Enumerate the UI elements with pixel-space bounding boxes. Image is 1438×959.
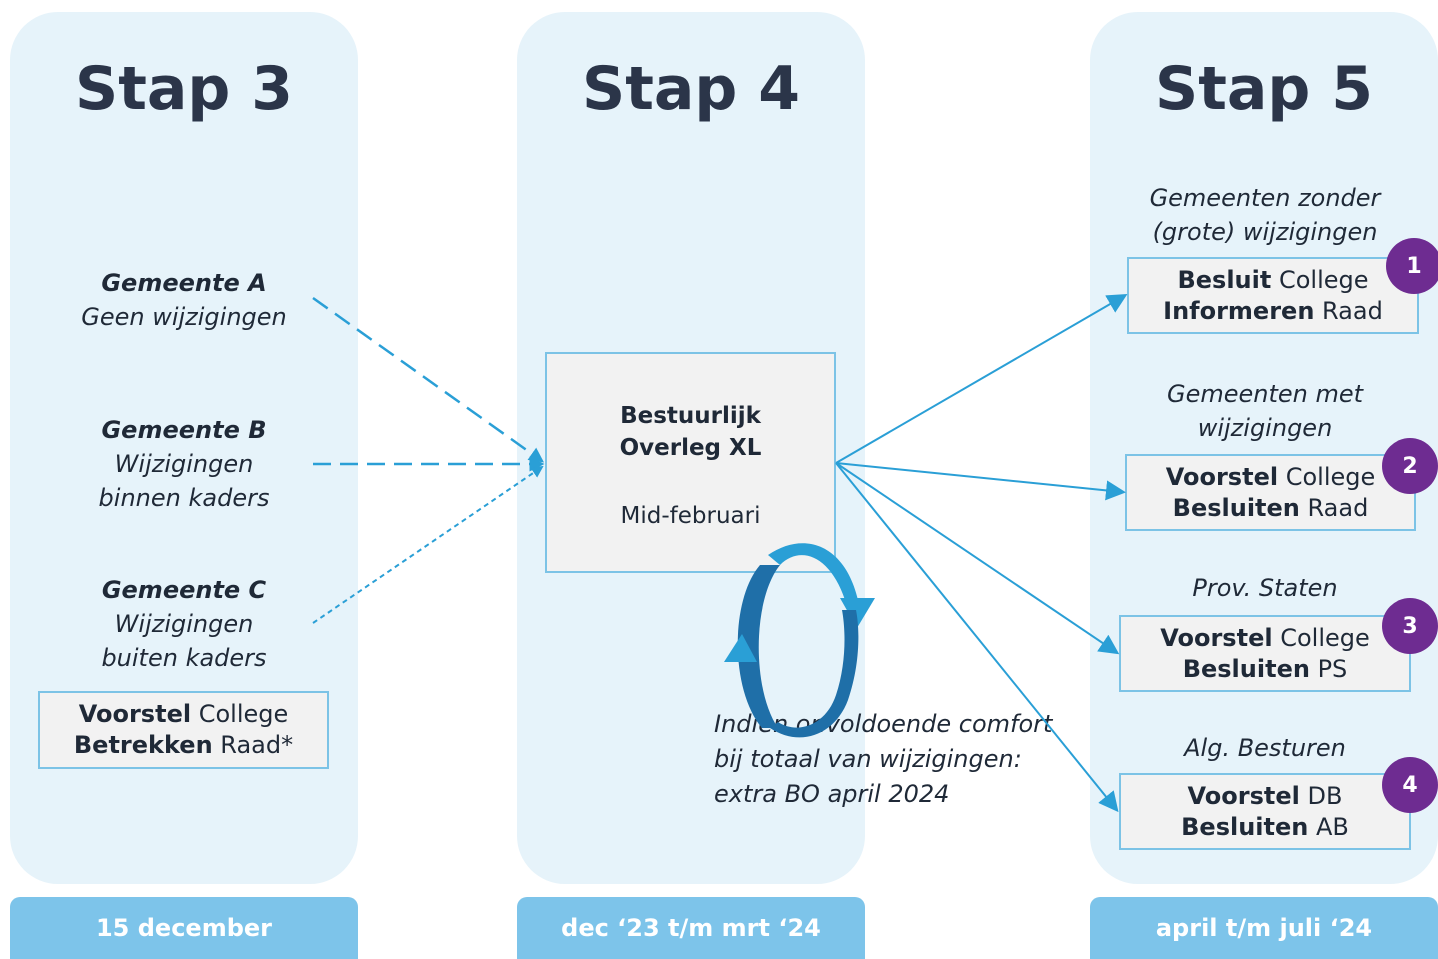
- loop-note-line-2: bij totaal van wijzigingen:: [714, 745, 1022, 773]
- stap5-title: Stap 5: [1155, 54, 1373, 124]
- outcome-3-box: Voorstel College Besluiten PS: [1119, 615, 1411, 692]
- outcome-1-caption: Gemeenten zonder (grote) wijzigingen: [1149, 184, 1381, 246]
- gemeente-c-desc-1: Wijzigingen: [114, 610, 254, 638]
- outcome-4-box: Voorstel DB Besluiten AB: [1119, 773, 1411, 850]
- gemeente-a-name: Gemeente A: [101, 269, 267, 297]
- loop-note-line-3: extra BO april 2024: [714, 780, 950, 808]
- arrow-to-outcome-1: [835, 293, 1128, 464]
- outcome-1-badge: 1: [1386, 238, 1438, 294]
- stap3-voorstel-box: Voorstel College Betrekken Raad*: [38, 691, 329, 769]
- outcome-3-caption: Prov. Staten: [1192, 574, 1338, 602]
- outcome-4-badge: 4: [1382, 757, 1438, 813]
- gemeente-c-name: Gemeente C: [101, 576, 267, 604]
- arrow-gemeente-c: [312, 465, 544, 624]
- stap4-footer: dec ‘23 t/m mrt ‘24: [517, 897, 865, 959]
- stap5-panel: [1090, 12, 1438, 884]
- stap3-box-line1: Voorstel College: [78, 700, 289, 728]
- outcome-2-badge: 2: [1382, 438, 1438, 494]
- stap3-title: Stap 3: [75, 54, 293, 124]
- outcome-1-box: Besluit College Informeren Raad: [1127, 257, 1419, 334]
- stap3-box-line2: Betrekken Raad*: [73, 731, 294, 759]
- cycle-icon: [724, 543, 875, 738]
- outcome-2-box: Voorstel College Besluiten Raad: [1125, 454, 1416, 531]
- bestuurlijk-overleg-title: Bestuurlijk Overleg XL: [619, 403, 762, 461]
- gemeente-b-name: Gemeente B: [101, 416, 267, 444]
- gemeente-a-desc: Geen wijzigingen: [81, 303, 287, 331]
- arrow-gemeente-a: [312, 296, 545, 463]
- bestuurlijk-overleg-box: Bestuurlijk Overleg XL Mid-februari: [545, 352, 836, 573]
- gemeente-b: Gemeente B Wijzigingen binnen kaders: [34, 413, 334, 515]
- arrow-to-outcome-3: [835, 462, 1120, 655]
- stap3-footer: 15 december: [10, 897, 358, 959]
- outcome-2-caption: Gemeenten met wijzigingen: [1166, 380, 1364, 442]
- stap5-footer: april t/m juli ‘24: [1090, 897, 1438, 959]
- arrow-to-outcome-2: [835, 462, 1126, 501]
- outcome-4-caption: Alg. Besturen: [1184, 734, 1346, 762]
- gemeente-c: Gemeente C Wijzigingen buiten kaders: [34, 573, 334, 675]
- stap4-title: Stap 4: [582, 54, 800, 124]
- gemeente-a: Gemeente A Geen wijzigingen: [34, 266, 334, 334]
- outcome-3-badge: 3: [1382, 598, 1438, 654]
- bestuurlijk-overleg-date: Mid-februari: [620, 503, 761, 529]
- gemeente-c-desc-2: buiten kaders: [101, 644, 267, 672]
- gemeente-b-desc-1: Wijzigingen: [114, 450, 254, 478]
- arrow-to-outcome-4: [835, 462, 1119, 813]
- gemeente-b-desc-2: binnen kaders: [98, 484, 270, 512]
